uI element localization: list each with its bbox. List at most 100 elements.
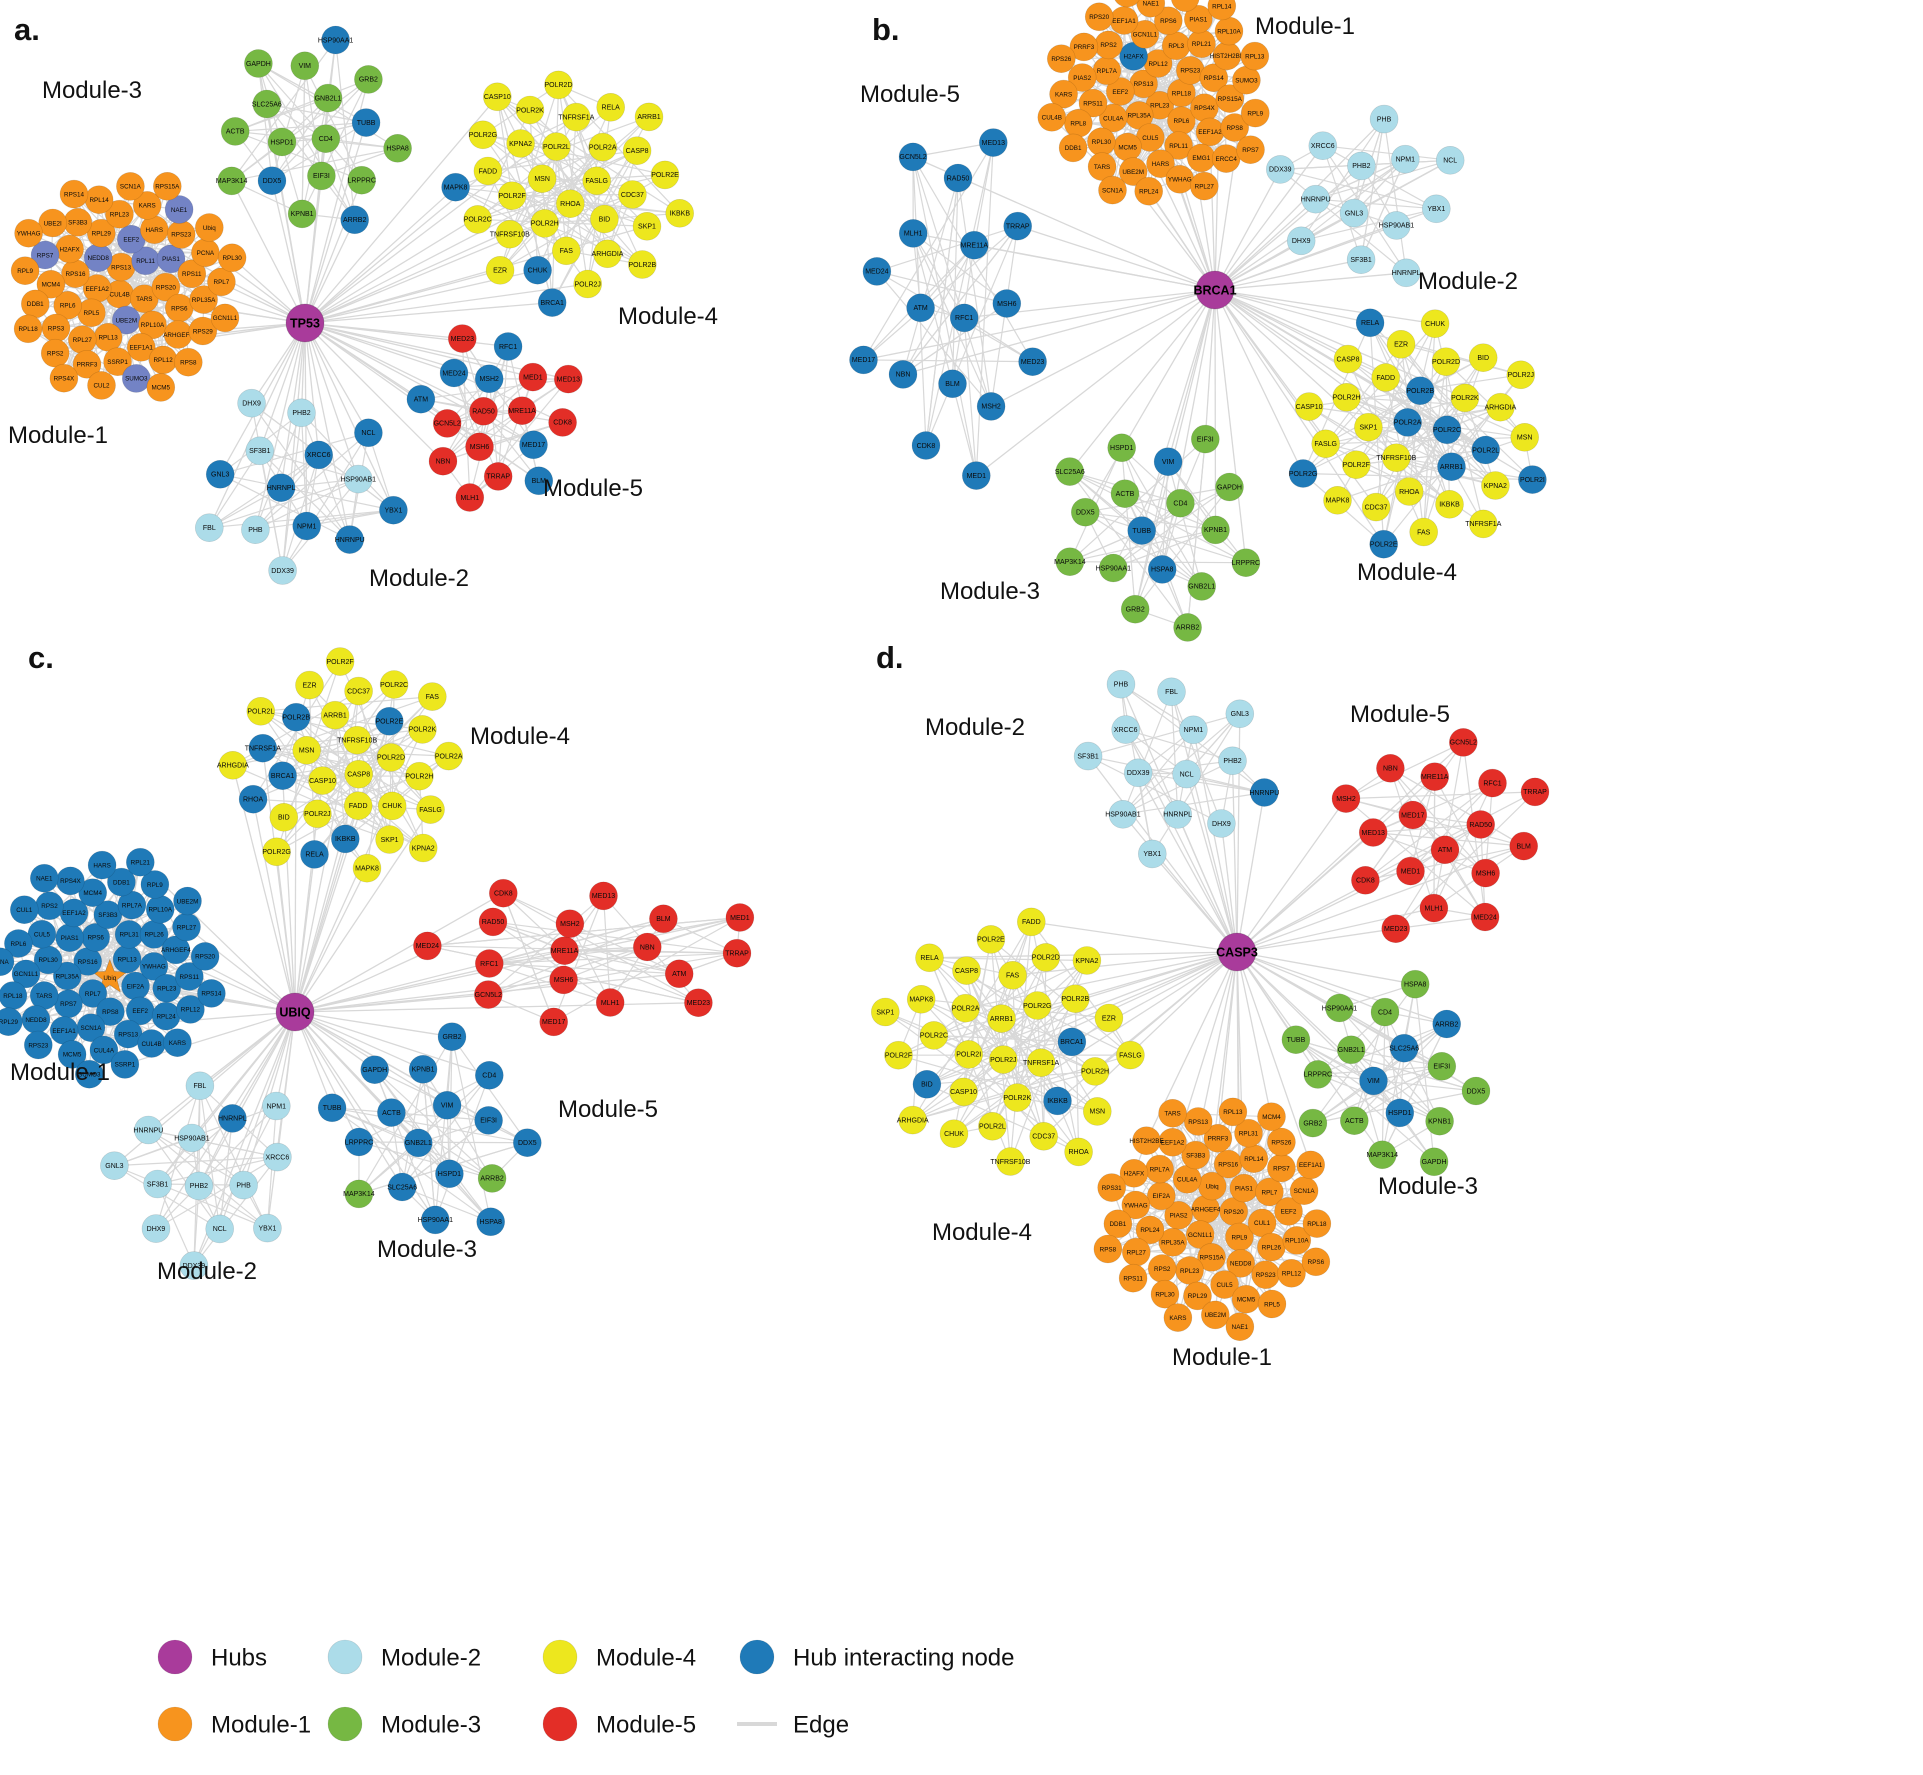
node-RPS2[interactable]: RPS2 bbox=[1094, 30, 1123, 60]
hub-node-BRCA1[interactable]: BRCA1 bbox=[1193, 270, 1237, 310]
node-circle[interactable] bbox=[1109, 6, 1139, 35]
node-circle[interactable] bbox=[132, 191, 162, 220]
node-circle[interactable] bbox=[949, 303, 979, 333]
node-Ubiq[interactable]: Ubiq bbox=[195, 213, 224, 242]
node-FAS[interactable]: FAS bbox=[998, 960, 1027, 990]
node-EEF1A1[interactable]: EEF1A1 bbox=[1296, 1150, 1325, 1180]
node-circle[interactable] bbox=[403, 1128, 433, 1158]
node-POLR2G[interactable]: POLR2G bbox=[1288, 459, 1318, 488]
node-circle[interactable] bbox=[1432, 1009, 1461, 1039]
node-TNFRSF10B[interactable]: TNFRSF10B bbox=[990, 1147, 1031, 1176]
node-circle[interactable] bbox=[1111, 715, 1140, 744]
node-POLR2A[interactable]: POLR2A bbox=[1393, 408, 1422, 437]
node-circle[interactable] bbox=[1376, 753, 1405, 783]
node-circle[interactable] bbox=[1132, 1126, 1161, 1155]
node-XRCC6[interactable]: XRCC6 bbox=[304, 440, 334, 470]
node-circle[interactable] bbox=[9, 895, 39, 925]
node-circle[interactable] bbox=[405, 761, 434, 791]
node-NPM1[interactable]: NPM1 bbox=[261, 1091, 291, 1121]
node-RPL9[interactable]: RPL9 bbox=[1241, 98, 1270, 128]
node-SKP1[interactable]: SKP1 bbox=[1354, 412, 1383, 442]
node-KPNB1[interactable]: KPNB1 bbox=[408, 1055, 438, 1084]
node-GCN5L2[interactable]: GCN5L2 bbox=[1449, 728, 1478, 757]
node-KARS[interactable]: KARS bbox=[1163, 1303, 1193, 1332]
node-circle[interactable] bbox=[849, 345, 878, 375]
node-circle[interactable] bbox=[1466, 810, 1495, 839]
node-circle[interactable] bbox=[1450, 383, 1480, 413]
node-circle[interactable] bbox=[172, 912, 201, 942]
node-circle[interactable] bbox=[340, 205, 370, 235]
node-POLR2G[interactable]: POLR2G bbox=[262, 837, 291, 867]
node-circle[interactable] bbox=[1107, 433, 1136, 463]
node-circle[interactable] bbox=[549, 965, 578, 995]
node-circle[interactable] bbox=[68, 325, 97, 355]
node-circle[interactable] bbox=[188, 316, 218, 346]
node-circle[interactable] bbox=[1323, 485, 1352, 515]
node-circle[interactable] bbox=[304, 440, 334, 470]
node-circle[interactable] bbox=[218, 750, 248, 780]
node-RELA[interactable]: RELA bbox=[596, 93, 626, 122]
node-circle[interactable] bbox=[63, 208, 93, 237]
node-circle[interactable] bbox=[622, 136, 652, 165]
node-UBE2M[interactable]: UBE2M bbox=[173, 886, 202, 916]
node-RPL18[interactable]: RPL18 bbox=[13, 314, 43, 344]
node-MED24[interactable]: MED24 bbox=[439, 358, 469, 388]
node-circle[interactable] bbox=[582, 166, 612, 196]
node-RPS26[interactable]: RPS26 bbox=[1047, 44, 1076, 74]
node-circle[interactable] bbox=[561, 102, 591, 132]
node-circle[interactable] bbox=[634, 102, 664, 132]
node-circle[interactable] bbox=[87, 218, 116, 248]
node-circle[interactable] bbox=[1509, 831, 1538, 861]
node-FASLG[interactable]: FASLG bbox=[1116, 1040, 1145, 1070]
node-circle[interactable] bbox=[1138, 839, 1167, 869]
node-circle[interactable] bbox=[1241, 98, 1270, 128]
node-HSPA8[interactable]: HSPA8 bbox=[1147, 555, 1177, 584]
node-SKP1[interactable]: SKP1 bbox=[375, 825, 404, 854]
node-RPS20[interactable]: RPS20 bbox=[1084, 2, 1114, 32]
node-circle[interactable] bbox=[308, 766, 337, 795]
node-MAPK8[interactable]: MAPK8 bbox=[906, 984, 936, 1014]
node-circle[interactable] bbox=[493, 332, 523, 361]
node-circle[interactable] bbox=[951, 993, 980, 1023]
node-circle[interactable] bbox=[321, 25, 350, 55]
node-CD4[interactable]: CD4 bbox=[1166, 488, 1195, 518]
node-RPS7[interactable]: RPS7 bbox=[54, 989, 83, 1019]
node-circle[interactable] bbox=[1002, 1083, 1032, 1112]
node-circle[interactable] bbox=[722, 938, 752, 968]
node-circle[interactable] bbox=[261, 1091, 291, 1121]
node-circle[interactable] bbox=[992, 289, 1022, 318]
node-circle[interactable] bbox=[497, 181, 527, 210]
node-circle[interactable] bbox=[468, 120, 498, 150]
node-RFC1[interactable]: RFC1 bbox=[493, 332, 523, 361]
node-HARS[interactable]: HARS bbox=[140, 215, 169, 244]
node-circle[interactable] bbox=[29, 863, 59, 893]
node-HSPA8[interactable]: HSPA8 bbox=[476, 1207, 506, 1237]
node-RPL7[interactable]: RPL7 bbox=[207, 267, 236, 297]
node-circle[interactable] bbox=[1240, 41, 1270, 71]
node-circle[interactable] bbox=[1135, 1215, 1165, 1245]
node-circle[interactable] bbox=[1122, 1237, 1151, 1267]
node-CDC37[interactable]: CDC37 bbox=[1029, 1122, 1058, 1151]
node-PCNA[interactable]: PCNA bbox=[191, 238, 220, 267]
node-circle[interactable] bbox=[524, 466, 554, 496]
node-KARS[interactable]: KARS bbox=[163, 1028, 192, 1057]
node-PIAS1[interactable]: PIAS1 bbox=[1229, 1173, 1259, 1203]
node-FADD[interactable]: FADD bbox=[1371, 363, 1400, 392]
node-circle[interactable] bbox=[313, 83, 343, 113]
node-circle[interactable] bbox=[590, 204, 619, 234]
node-circle[interactable] bbox=[84, 185, 114, 214]
node-circle[interactable] bbox=[262, 837, 291, 867]
node-GAPDH[interactable]: GAPDH bbox=[360, 1055, 390, 1084]
node-circle[interactable] bbox=[1470, 902, 1500, 932]
node-circle[interactable] bbox=[1506, 360, 1536, 390]
node-circle[interactable] bbox=[179, 1251, 209, 1280]
node-circle[interactable] bbox=[408, 833, 438, 863]
node-HNRNPL[interactable]: HNRNPL bbox=[218, 1104, 247, 1133]
node-circle[interactable] bbox=[1381, 914, 1410, 944]
node-ARRB2[interactable]: ARRB2 bbox=[1173, 613, 1202, 642]
node-GNB2L1[interactable]: GNB2L1 bbox=[313, 83, 343, 113]
node-RPS8[interactable]: RPS8 bbox=[1093, 1234, 1123, 1264]
node-CUL2[interactable]: CUL2 bbox=[87, 371, 116, 400]
node-circle[interactable] bbox=[105, 199, 134, 229]
node-PHB[interactable]: PHB bbox=[229, 1170, 258, 1200]
